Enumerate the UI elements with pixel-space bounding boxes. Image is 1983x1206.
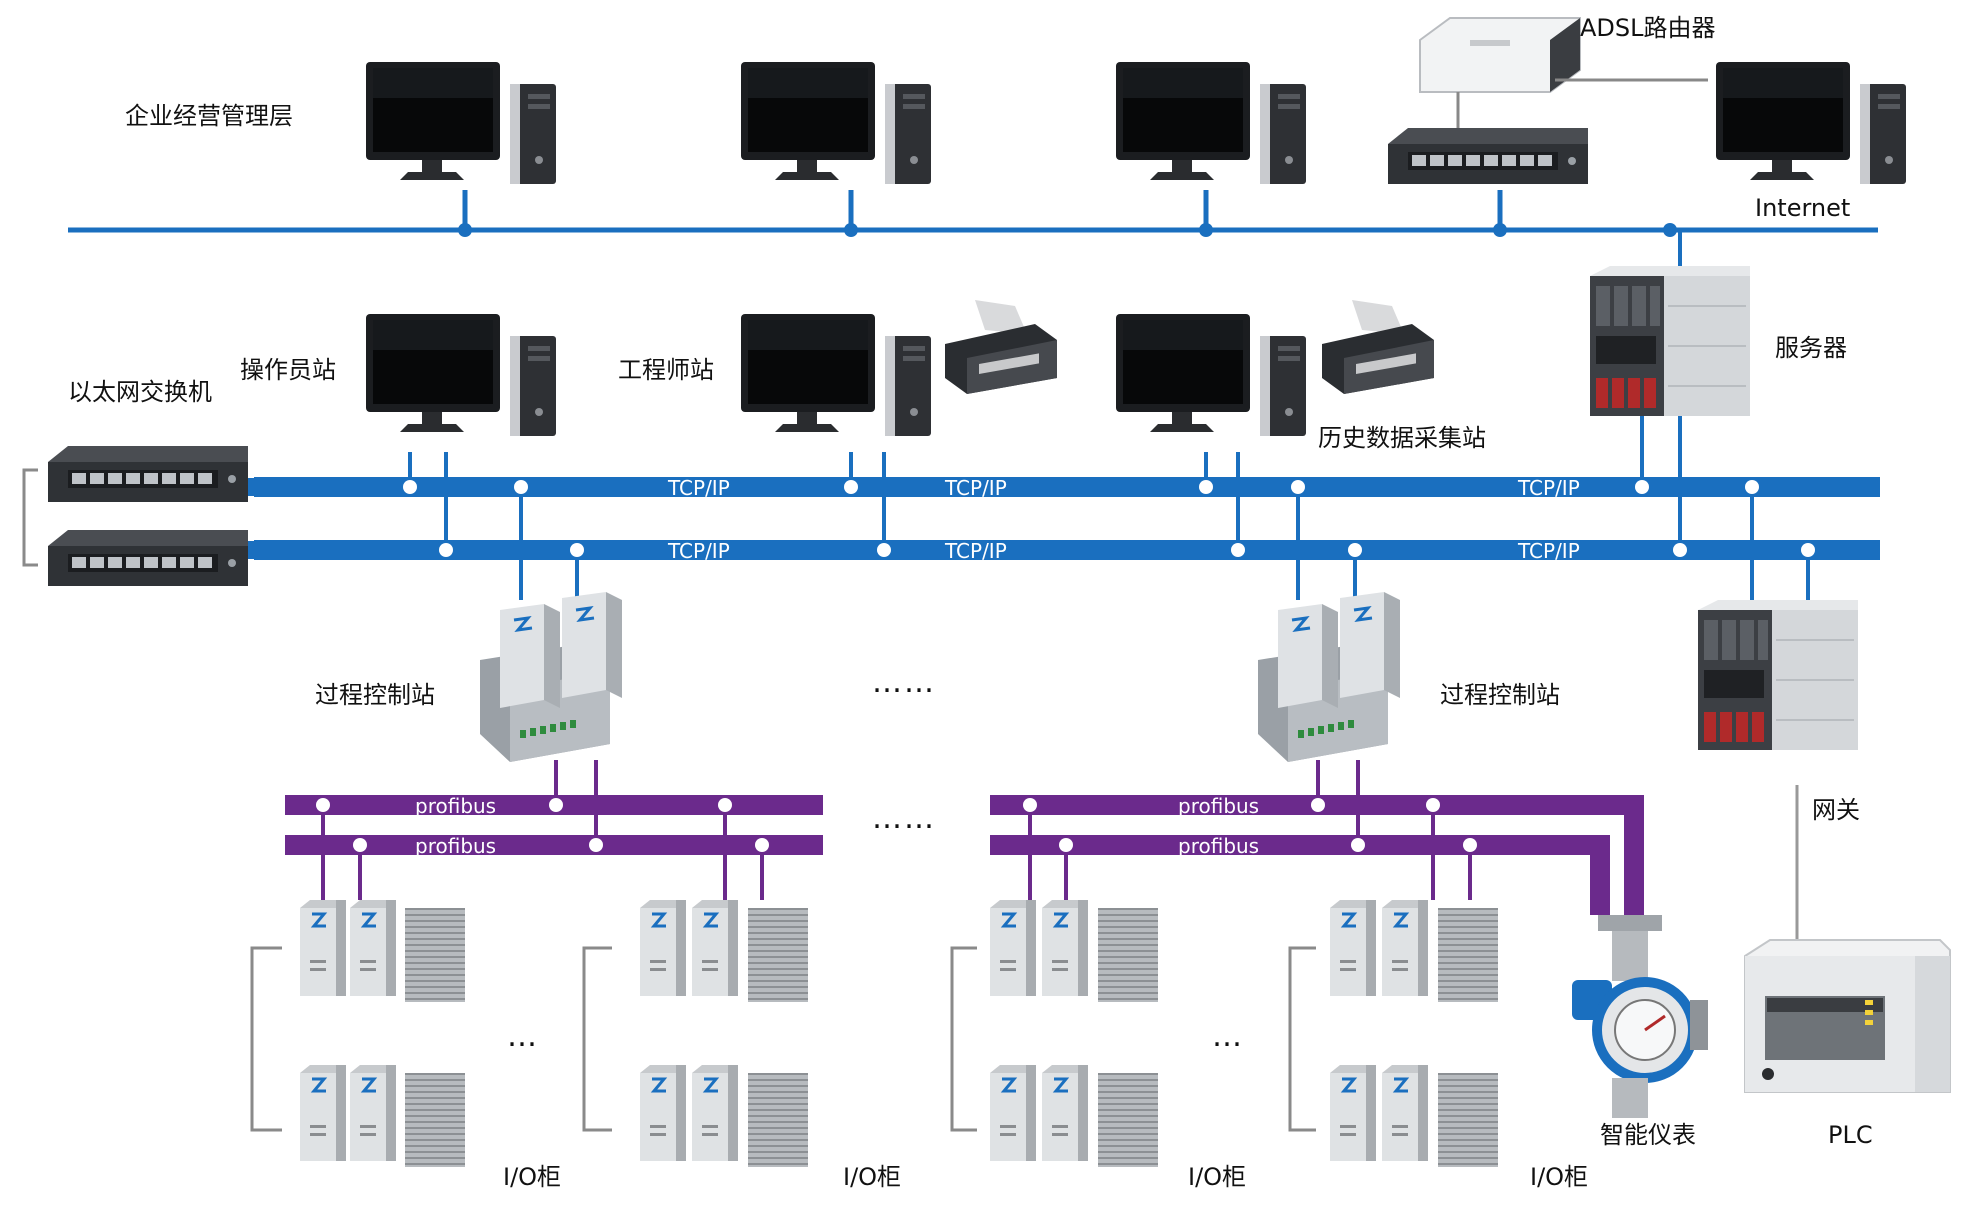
control-layer-group: 过程控制站 过程控制站 …… profibus profibus profibu…	[285, 590, 1644, 915]
profibus-left-b	[285, 835, 823, 855]
profibus-right-b-drop	[1590, 835, 1610, 915]
enterprise-switch	[1388, 128, 1588, 184]
process-station-left-label: 过程控制站	[315, 681, 435, 709]
enterprise-layer-group: 企业经营管理层 ADSL路由器 Internet	[68, 14, 1906, 237]
tcpip-label-b1: TCP/IP	[667, 539, 730, 563]
adsl-router-label: ADSL路由器	[1580, 14, 1716, 42]
operator-station-computer	[366, 314, 556, 436]
process-control-station-left	[478, 590, 624, 764]
gateway-label: 网关	[1812, 796, 1860, 824]
io-cabinet-2: I/O柜	[582, 898, 901, 1191]
enterprise-computer-3	[1116, 62, 1306, 184]
operator-station-label: 操作员站	[240, 356, 336, 384]
adsl-router-device	[1419, 17, 1581, 93]
profibus-label-left-b: profibus	[415, 834, 496, 858]
io-cabinet-4: I/O柜	[1288, 898, 1588, 1191]
enterprise-computer-1	[366, 62, 556, 184]
plc-label: PLC	[1828, 1121, 1873, 1149]
switch-bracket	[22, 468, 38, 567]
server-label: 服务器	[1775, 334, 1847, 362]
ethernet-switch-label: 以太网交换机	[68, 378, 212, 406]
enterprise-layer-label: 企业经营管理层	[125, 102, 293, 130]
history-station-label: 历史数据采集站	[1318, 424, 1486, 452]
tcpip-bus-b	[254, 540, 1880, 560]
history-printer	[1322, 300, 1434, 394]
engineer-station-computer	[741, 314, 931, 436]
io-cabinet-2-label: I/O柜	[843, 1163, 901, 1191]
profibus-label-right-b: profibus	[1178, 834, 1259, 858]
io-cabinet-1-label: I/O柜	[503, 1163, 561, 1191]
gateway-device	[1697, 599, 1859, 751]
io-cabinet-4-label: I/O柜	[1530, 1163, 1588, 1191]
history-station-computer	[1116, 314, 1306, 436]
tcpip-label-b3: TCP/IP	[1517, 539, 1580, 563]
profibus-right-b	[990, 835, 1610, 855]
control-ellipsis: ……	[872, 665, 936, 700]
tcpip-label-a2: TCP/IP	[944, 476, 1007, 500]
profibus-ellipsis: ……	[872, 801, 936, 836]
tcpip-label-a1: TCP/IP	[667, 476, 730, 500]
internet-computer	[1716, 62, 1906, 184]
engineer-station-label: 工程师站	[618, 356, 714, 384]
profibus-label-left-a: profibus	[415, 794, 496, 818]
station-drop-lines	[408, 230, 1810, 600]
io-ellipsis-right: …	[1212, 1019, 1244, 1054]
internet-label: Internet	[1755, 194, 1850, 222]
monitoring-layer-group: 以太网交换机 TCP/IP TCP/IP TCP/IP TCP/IP TCP/I…	[22, 230, 1880, 940]
profibus-right-a-drop	[1624, 795, 1644, 915]
smart-meter-label: 智能仪表	[1600, 1121, 1696, 1149]
process-station-right-label: 过程控制站	[1440, 681, 1560, 709]
smart-meter-device	[1572, 915, 1708, 1118]
process-control-station-right	[1256, 590, 1402, 764]
tcpip-label-a3: TCP/IP	[1517, 476, 1580, 500]
enterprise-computer-2	[741, 62, 931, 184]
server-device	[1589, 265, 1751, 417]
io-cabinet-1: I/O柜	[250, 898, 561, 1191]
profibus-label-right-a: profibus	[1178, 794, 1259, 818]
tcpip-label-b2: TCP/IP	[944, 539, 1007, 563]
engineer-printer	[945, 300, 1057, 394]
io-ellipsis-left: …	[507, 1019, 539, 1054]
ethernet-switch-2	[48, 530, 248, 586]
io-cabinets-group: I/O柜 … I/O柜 I/O柜 … I/O柜	[250, 898, 1588, 1191]
tcpip-bus-a	[254, 477, 1880, 497]
bus-junction-dots	[403, 480, 1815, 557]
plc-device	[1744, 939, 1951, 1093]
io-cabinet-3-label: I/O柜	[1188, 1163, 1246, 1191]
profibus-junction-dots	[316, 798, 1477, 852]
profibus-drop-lines	[321, 760, 1472, 900]
ethernet-switch-1	[48, 446, 248, 502]
io-cabinet-3: I/O柜	[950, 898, 1246, 1191]
